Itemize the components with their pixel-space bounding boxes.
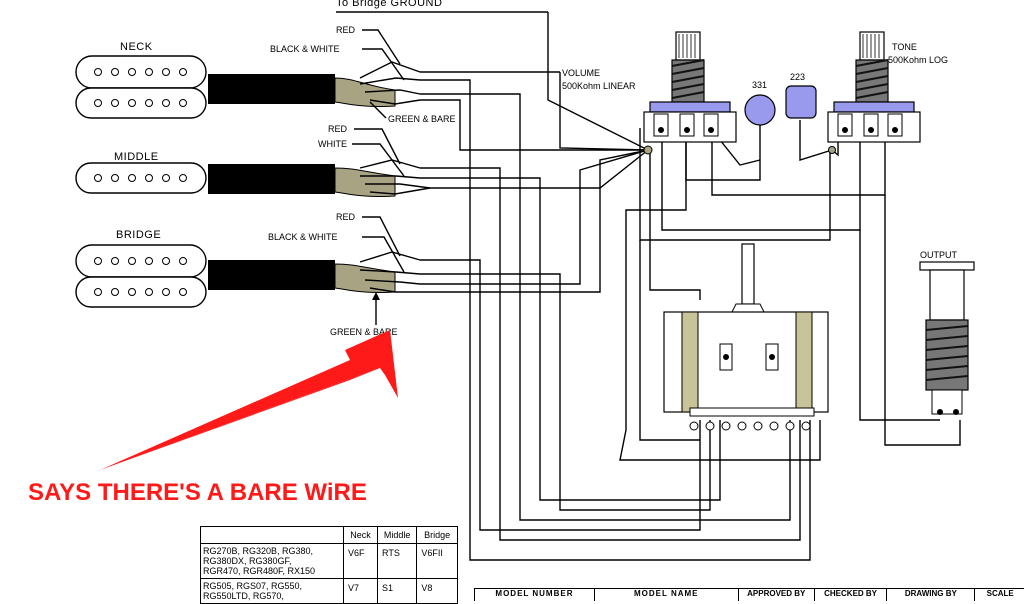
output-label: OUTPUT	[920, 250, 958, 260]
neck-black-white-label: BLACK & WHITE	[270, 44, 340, 54]
table-cell-bridge: V6FII	[416, 543, 458, 579]
bridge-ground-label: To Bridge GROUND	[336, 0, 442, 9]
table-row-model-line: RGR470, RGR480F, RX150	[203, 566, 316, 576]
title-model-number: MODEL NUMBER	[475, 589, 595, 601]
tone-pot: TONE 500Kohm LOG	[827, 31, 948, 143]
title-drawing-by: DRAWING BY	[887, 589, 976, 601]
bridge-green-bare-label: GREEN & BARE	[330, 327, 398, 337]
output-jack: OUTPUT	[919, 250, 975, 415]
table-row-model-line: RG550LTD, RG570,	[203, 591, 284, 601]
volume-label: VOLUME	[562, 68, 600, 78]
middle-red-label: RED	[328, 124, 348, 134]
bridge-pickup: BRIDGE	[75, 229, 207, 308]
selector-switch	[663, 243, 829, 431]
bridge-red-label: RED	[336, 212, 356, 222]
ground-junction	[643, 145, 653, 155]
table-row-model-line: RG380DX, RG380GF,	[203, 556, 292, 566]
table-header-models	[200, 526, 344, 544]
neck-cable	[208, 61, 421, 107]
volume-pot: VOLUME 500Kohm LINEAR	[562, 31, 737, 143]
neck-green-bare-label: GREEN & BARE	[388, 114, 456, 124]
bridge-pickup-label: BRIDGE	[116, 229, 161, 241]
bridge-cable	[208, 251, 421, 293]
title-model-name: MODEL NAME	[595, 589, 739, 601]
annotation-arrow	[100, 330, 398, 470]
middle-wire-labels: RED WHITE	[318, 124, 405, 177]
neck-wire-labels: RED BLACK & WHITE GREEN & BARE	[270, 25, 456, 124]
capacitor-223: 223	[785, 72, 817, 119]
model-table: Neck Middle Bridge RG270B, RG320B, RG380…	[200, 526, 458, 604]
neck-red-label: RED	[336, 25, 356, 35]
middle-white-label: WHITE	[318, 139, 347, 149]
table-header-neck: Neck	[343, 526, 378, 544]
table-header-middle: Middle	[376, 526, 418, 544]
capacitor-223-label: 223	[790, 72, 805, 82]
table-row-model-line: RG270B, RG320B, RG380,	[203, 546, 314, 556]
title-approved-by: APPROVED BY	[739, 589, 815, 601]
title-block: MODEL NUMBER MODEL NAME APPROVED BY CHEC…	[474, 588, 1024, 601]
tone-spec: 500Kohm LOG	[888, 55, 948, 65]
tone-junction	[828, 146, 836, 154]
annotation-text: SAYS THERE'S A BARE WiRE	[28, 479, 367, 506]
capacitor-331: 331	[744, 80, 776, 126]
table-row-model-line: RG505, RGS07, RG550,	[203, 581, 303, 591]
title-checked-by: CHECKED BY	[815, 589, 888, 601]
neck-pickup: NECK	[75, 41, 207, 119]
table-header-bridge: Bridge	[416, 526, 458, 544]
neck-pickup-label: NECK	[120, 41, 153, 53]
title-scale: SCALE	[986, 589, 1014, 598]
middle-pickup: MIDDLE	[75, 151, 207, 194]
bridge-black-white-label: BLACK & WHITE	[268, 232, 338, 242]
tone-label: TONE	[892, 42, 917, 52]
table-row: RG270B, RG320B, RG380, RG380DX, RG380GF,…	[200, 543, 458, 579]
table-header-row: Neck Middle Bridge	[200, 526, 458, 544]
table-cell-neck: V6F	[343, 543, 378, 579]
bridge-wire-labels: RED BLACK & WHITE GREEN & BARE	[268, 212, 405, 337]
middle-pickup-label: MIDDLE	[114, 151, 159, 163]
volume-spec: 500Kohm LINEAR	[562, 81, 636, 91]
middle-cable	[208, 159, 431, 197]
capacitor-331-label: 331	[752, 80, 767, 90]
signal-wires	[336, 11, 961, 561]
table-cell-middle: RTS	[376, 543, 418, 579]
